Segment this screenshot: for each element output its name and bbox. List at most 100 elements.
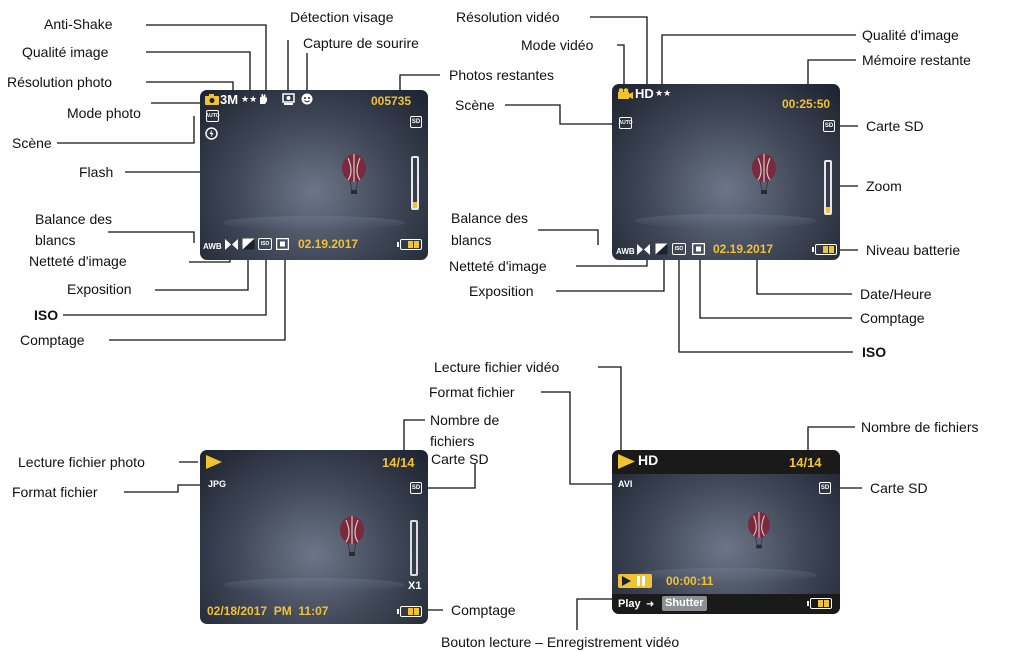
leader-format-fichier (124, 484, 200, 493)
arrow-icon: ➜ (646, 599, 655, 610)
metering-icon (692, 243, 705, 255)
awb-icon: AWB (203, 242, 222, 251)
photo-resolution: 3M (220, 92, 239, 107)
face-detect-icon (282, 93, 295, 105)
play-triangle-icon (618, 454, 635, 469)
iso-icon: ISO (258, 238, 272, 250)
sd-card-icon: SD (823, 120, 835, 132)
quality-stars: ★★ (241, 94, 258, 104)
label-comptage-2: Comptage (860, 310, 925, 326)
label-qualite-image-2: Qualité d'image (862, 27, 959, 43)
zoom-bar (411, 156, 419, 210)
battery-icon (397, 606, 422, 617)
video-date: 02.19.2017 (713, 242, 774, 256)
hot-air-balloon (340, 516, 364, 556)
file-format-video: AVI (618, 479, 633, 489)
leader-comptage (109, 253, 286, 341)
scene-auto-icon: AUTO (618, 117, 633, 129)
hot-air-balloon (748, 512, 770, 549)
shutter-button[interactable]: Shutter (662, 596, 707, 611)
memory-remaining: 00:25:50 (782, 97, 831, 111)
leader-iso-2 (678, 260, 853, 353)
smile-icon (301, 93, 313, 105)
sd-card-icon: SD (410, 482, 422, 494)
label-carte-sd-4: Carte SD (870, 480, 928, 496)
label-nombre-fichiers-1: Nombre de (430, 412, 500, 428)
water-reflection (634, 214, 818, 228)
video-mode-screen: HD ★★ 00:25:50 AUTO SD AWB ISO 02.19.201… (612, 84, 840, 260)
label-format-fichier: Format fichier (12, 484, 98, 500)
flash-off-icon (205, 127, 218, 140)
video-playback-screen: HD 14/14 AVI SD 00:00:11 Play ➜ Shutter (612, 450, 840, 614)
label-balance-1: Balance des (35, 211, 113, 227)
leader-nombre-fichiers (403, 419, 425, 453)
photo-date: 02.19.2017 (298, 237, 359, 251)
scene-auto-icon: AUTO (205, 110, 220, 122)
label-mode-video: Mode vidéo (521, 37, 594, 53)
label-nombre-fichiers-4: Nombre de fichiers (861, 419, 979, 435)
label-flash: Flash (79, 164, 114, 180)
photo-playback-screen: 14/14 JPG SD X1 02/18/2017 PM 11:07 (200, 450, 428, 624)
leader-format-fichier-4 (541, 391, 615, 485)
top-info-bar (612, 450, 840, 474)
label-capture-sourire: Capture de sourire (303, 35, 419, 51)
leader-balance-2 (538, 229, 599, 245)
leader-qualite-image-2 (661, 34, 856, 84)
metering-icon (276, 238, 289, 250)
zoom-level: X1 (408, 580, 422, 592)
label-niveau-batterie: Niveau batterie (866, 242, 961, 258)
water-reflection (222, 216, 406, 230)
water-reflection (222, 578, 406, 592)
label-format-fichier-4: Format fichier (429, 384, 515, 400)
file-format: JPG (208, 479, 227, 489)
label-photos-restantes: Photos restantes (449, 67, 555, 83)
water-reflection (634, 568, 818, 582)
label-comptage: Comptage (20, 332, 85, 348)
leader-carte-sd-3 (428, 464, 476, 489)
zoom-bar (410, 520, 418, 576)
sharpness-icon (225, 239, 238, 250)
zoom-bar (824, 160, 832, 215)
quality-stars-video: ★★ (655, 88, 672, 98)
exposure-icon (655, 243, 668, 255)
label-balance-2: blancs (35, 232, 76, 248)
hot-air-balloon (752, 154, 776, 194)
label-zoom: Zoom (866, 178, 902, 194)
sd-card-icon: SD (819, 482, 831, 494)
video-resolution-playback: HD (638, 452, 659, 468)
exposure-icon (242, 238, 255, 250)
label-balance-2a: Balance des (451, 210, 529, 226)
hand-icon (260, 94, 267, 104)
leader-lecture-video (598, 366, 622, 452)
hot-air-balloon (342, 154, 366, 194)
label-iso: ISO (34, 307, 59, 323)
label-carte-sd-2: Carte SD (866, 118, 924, 134)
battery-icon (807, 598, 832, 609)
leader-mode-video (617, 44, 625, 84)
label-nombre-fichiers-2: fichiers (430, 433, 475, 449)
play-triangle-icon (206, 455, 222, 469)
pause-icon (637, 576, 645, 586)
sharpness-icon (637, 244, 650, 255)
label-comptage-3: Comptage (451, 602, 516, 618)
photos-remaining: 005735 (371, 94, 412, 108)
label-resolution-photo: Résolution photo (7, 74, 113, 90)
label-memoire-restante: Mémoire restante (862, 52, 971, 68)
leader-photos-restantes (399, 74, 440, 90)
leader-bouton-lecture (576, 598, 614, 630)
file-count-video: 14/14 (789, 455, 822, 470)
label-balance-2b: blancs (451, 232, 492, 248)
camera-icon (205, 94, 219, 105)
label-lecture-photo: Lecture fichier photo (18, 454, 145, 470)
iso-icon: ISO (672, 243, 686, 255)
leader-date-heure (756, 260, 852, 295)
video-resolution: HD (635, 86, 654, 101)
label-scene: Scène (12, 135, 52, 151)
file-count: 14/14 (382, 455, 415, 470)
play-pause-control[interactable] (618, 574, 652, 588)
label-nettete: Netteté d'image (29, 253, 127, 269)
leader-qualite-image (146, 51, 251, 90)
video-camera-icon (618, 88, 633, 99)
label-nettete-2: Netteté d'image (449, 258, 547, 274)
label-mode-photo: Mode photo (67, 105, 141, 121)
